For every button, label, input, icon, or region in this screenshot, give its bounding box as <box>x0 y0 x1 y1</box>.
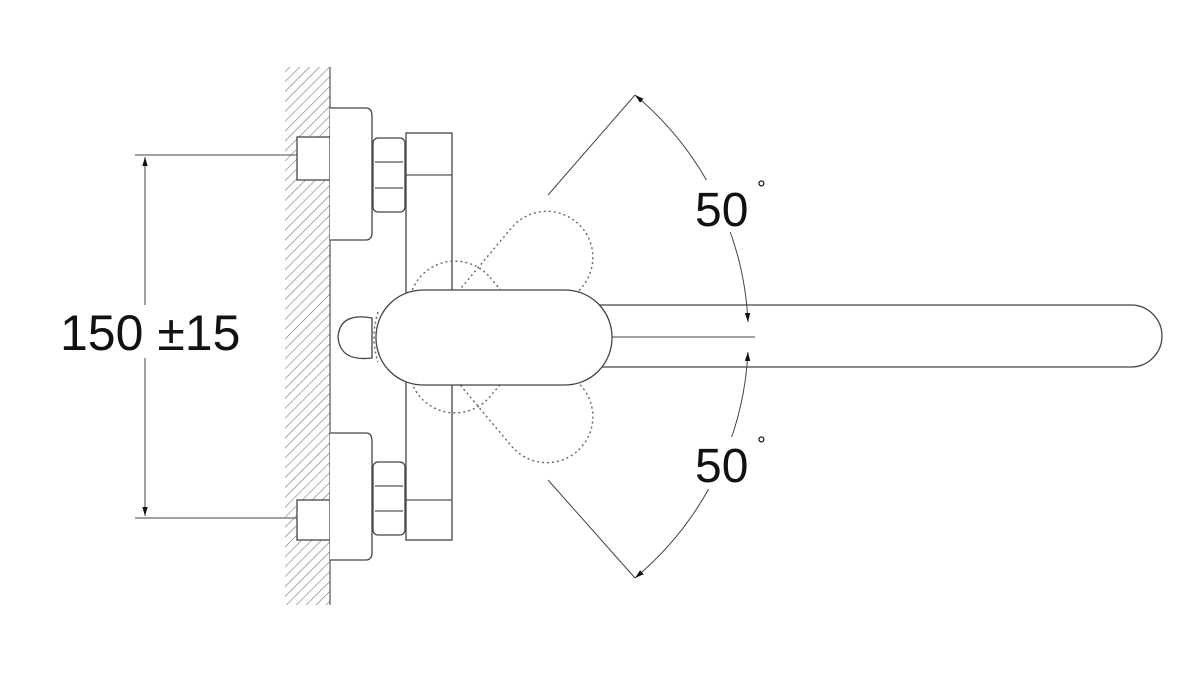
lower-angle-value: 50 <box>695 440 748 493</box>
inlet-spacing-dimension: 150 ±15 <box>60 154 297 519</box>
spacing-dimension-value: 150 ±15 <box>60 305 240 361</box>
upper-angle-label: 50 ° <box>692 176 766 237</box>
upper-degree-symbol: ° <box>757 176 766 201</box>
lower-angle-label: 50 ° <box>692 432 766 493</box>
upper-angle-value: 50 <box>695 184 748 237</box>
upper-inlet-fitting <box>296 107 406 241</box>
lower-degree-symbol: ° <box>757 432 766 457</box>
lower-inlet-fitting <box>296 432 406 561</box>
lever-handle <box>337 289 613 386</box>
spout <box>585 304 1163 368</box>
